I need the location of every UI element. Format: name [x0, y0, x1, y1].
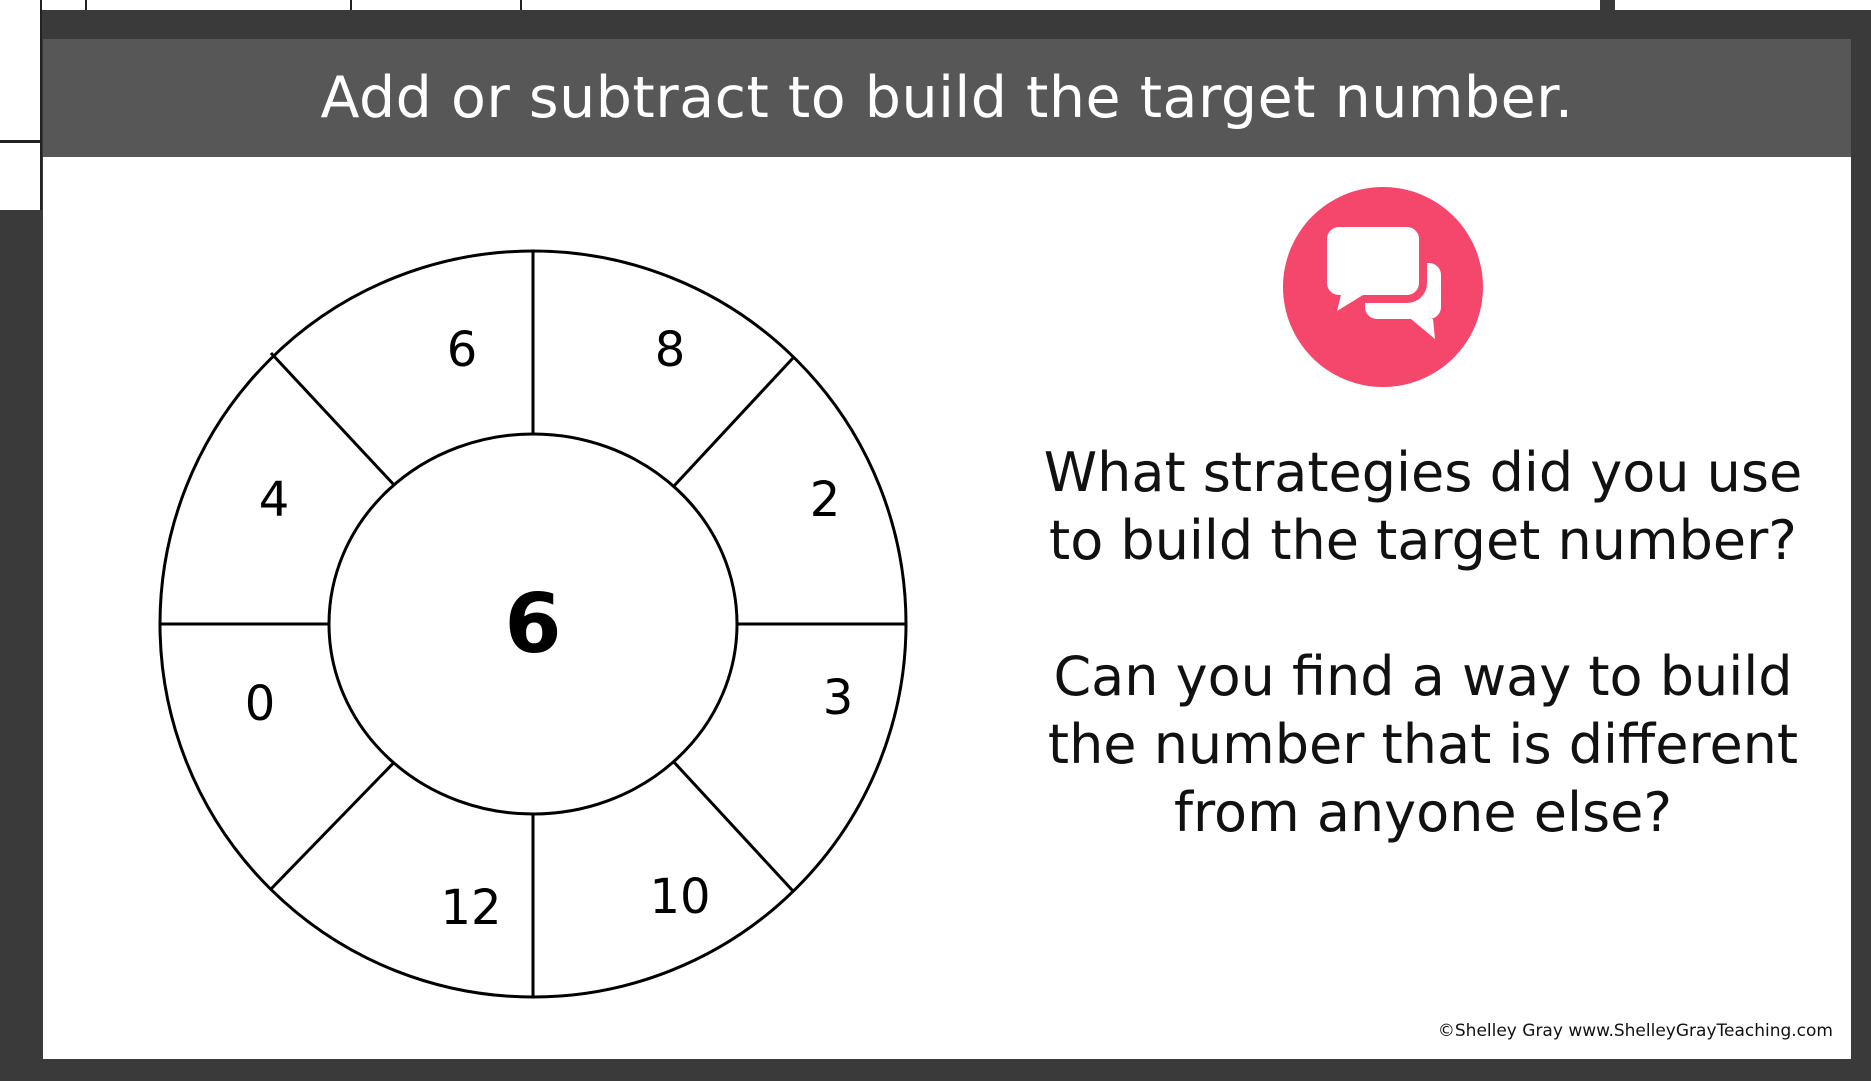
wheel-segment-number: 10	[649, 869, 710, 925]
background-tick	[85, 0, 87, 10]
wheel-divider	[658, 356, 795, 503]
background-tick	[350, 0, 352, 10]
wheel-segment-number: 2	[810, 472, 841, 528]
background-divider	[0, 140, 40, 143]
wheel-target-number: 6	[504, 577, 561, 672]
wheel-segment-number: 3	[823, 670, 854, 726]
slide-title: Add or subtract to build the target numb…	[320, 65, 1574, 131]
wheel-divider	[268, 745, 411, 892]
chat-bubbles-icon	[1283, 187, 1483, 387]
wheel-center-circle	[327, 432, 739, 816]
prompt-text: Can you find a way to build	[1053, 645, 1793, 708]
background-page-strip-right	[1615, 0, 1871, 10]
slide: Add or subtract to build the target numb…	[43, 39, 1851, 1059]
background-page-strip	[0, 0, 1600, 10]
wheel-segment-number: 12	[440, 880, 501, 936]
wheel-divider	[658, 745, 795, 893]
discussion-prompts: What strategies did you use to build the…	[973, 439, 1871, 847]
wheel-segment-number: 8	[655, 322, 686, 378]
wheel-segment-number: 6	[447, 322, 478, 378]
wheel-divider	[269, 351, 411, 503]
wheel-segment-number: 0	[245, 676, 276, 732]
prompt-text: What strategies did you use	[1043, 441, 1803, 504]
prompt-text: from anyone else?	[1174, 781, 1672, 844]
wheel-segment-number: 4	[259, 472, 290, 528]
slide-header: Add or subtract to build the target numb…	[43, 39, 1851, 157]
background-tick	[520, 0, 522, 10]
prompt-text: to build the target number?	[1049, 509, 1797, 572]
target-number-wheel: 6 8 2 3 10 12 0 4 6	[158, 249, 908, 999]
background-page-edge	[0, 0, 42, 210]
prompt-text: the number that is different	[1047, 713, 1799, 776]
copyright-footer: ©Shelley Gray www.ShelleyGrayTeaching.co…	[1437, 1021, 1833, 1041]
